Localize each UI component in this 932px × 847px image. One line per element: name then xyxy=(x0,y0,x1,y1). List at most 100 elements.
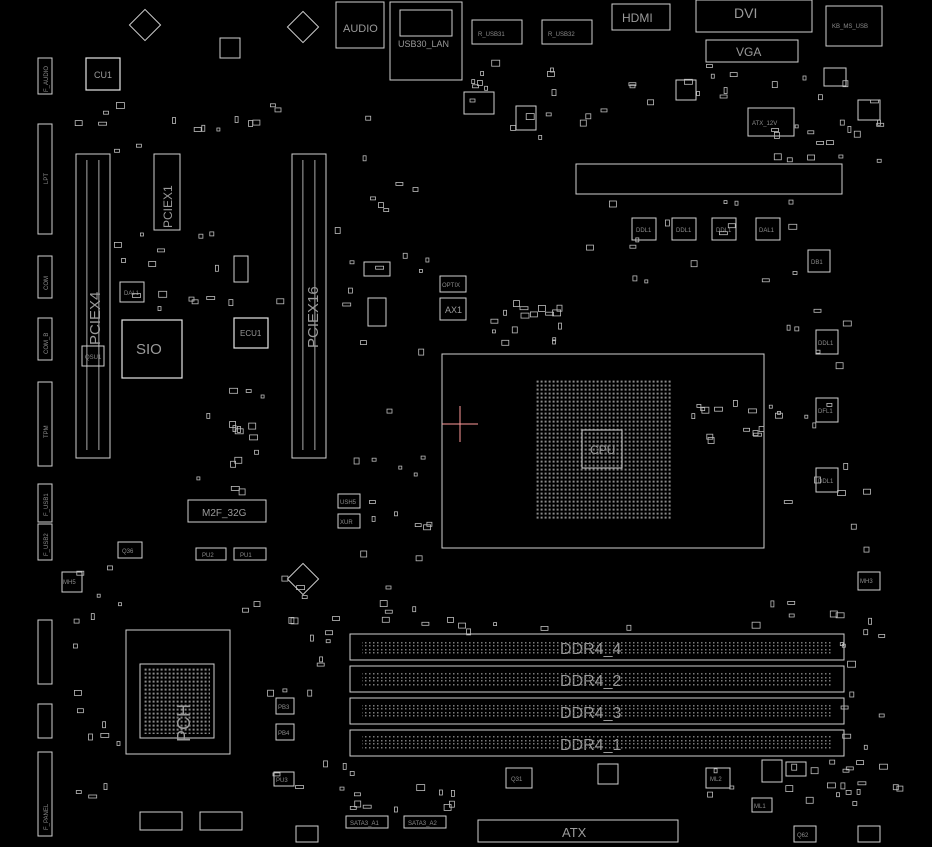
pad xyxy=(191,299,199,305)
pad xyxy=(242,607,249,613)
pad xyxy=(513,300,520,308)
pad xyxy=(879,763,888,770)
kb-ms-usb-label: KB_MS_USB xyxy=(832,24,868,30)
pad xyxy=(841,643,846,648)
dvi-label: DVI xyxy=(734,5,757,21)
pad xyxy=(837,490,846,496)
pad xyxy=(706,64,713,68)
pad xyxy=(379,600,388,607)
pad xyxy=(547,71,555,77)
dfl1-label: DFL1 xyxy=(818,409,833,415)
pad xyxy=(385,585,392,590)
pad xyxy=(252,119,261,126)
pad xyxy=(415,555,423,562)
pad xyxy=(856,789,861,795)
pad xyxy=(402,252,408,259)
pad xyxy=(753,432,762,437)
pad xyxy=(157,248,165,253)
pu3-label: PU3 xyxy=(276,778,288,784)
pad xyxy=(719,94,728,99)
m2-area: M2F_32G PU2 PU1 Q36 MH5 xyxy=(61,499,267,593)
pad xyxy=(552,337,557,342)
upper-left-chips: CU1 xyxy=(85,8,320,91)
pad xyxy=(774,131,780,139)
pad xyxy=(812,422,817,429)
pad xyxy=(845,790,852,795)
cu1-label: CU1 xyxy=(94,70,112,80)
f-audio-label: F_AUDIO xyxy=(44,66,50,92)
audio-label: AUDIO xyxy=(343,23,378,35)
pad xyxy=(339,786,345,791)
ax1-label: AX1 xyxy=(445,305,462,315)
pad xyxy=(398,465,403,470)
pad xyxy=(103,110,109,115)
pad xyxy=(805,796,814,804)
pad xyxy=(229,421,237,428)
pad xyxy=(371,457,377,462)
pad xyxy=(863,629,869,636)
pad xyxy=(274,107,282,113)
pad xyxy=(644,279,649,284)
pad xyxy=(354,800,362,808)
pad xyxy=(253,601,261,607)
pad xyxy=(713,768,718,774)
pad xyxy=(74,120,83,126)
pad xyxy=(520,312,530,319)
ddl1-d-label: DDL1 xyxy=(818,341,834,347)
vrm-area: DDL1 DDL1 DDL1 DAL1 DB1 DDL1 DFL1 DDL1 M… xyxy=(575,67,881,591)
pad xyxy=(707,791,713,798)
pad xyxy=(628,82,637,87)
sio-label: SIO xyxy=(136,341,162,358)
pad xyxy=(288,617,295,624)
pad xyxy=(545,112,552,117)
pad xyxy=(814,476,821,484)
pad xyxy=(788,199,794,205)
pad xyxy=(691,413,696,420)
pad xyxy=(826,140,834,146)
pad xyxy=(342,302,352,307)
db1-label: DB1 xyxy=(811,260,823,266)
pad xyxy=(853,130,861,138)
pad xyxy=(490,318,499,324)
pad xyxy=(414,523,422,527)
pad xyxy=(771,128,779,132)
rear-io: AUDIO USB30_LAN R_USB31 R_USB32 HDMI DVI… xyxy=(335,0,883,137)
pad xyxy=(600,108,608,113)
pad xyxy=(785,785,794,792)
pad xyxy=(458,622,467,629)
pad xyxy=(863,744,868,750)
pad xyxy=(751,621,761,629)
dal1-label: DAL1 xyxy=(759,228,775,234)
pad xyxy=(269,103,276,108)
pad xyxy=(301,595,308,599)
pad xyxy=(804,414,809,419)
pad xyxy=(845,766,854,771)
pad xyxy=(447,617,454,623)
q36-label: Q36 xyxy=(122,549,134,555)
pad xyxy=(714,406,723,412)
pad xyxy=(234,116,239,123)
pad xyxy=(76,570,85,576)
pad xyxy=(381,616,390,623)
pad xyxy=(511,326,518,334)
pciex1-label: PCIEX1 xyxy=(161,185,175,228)
pad xyxy=(815,349,821,354)
pad xyxy=(579,119,587,127)
pad xyxy=(290,617,299,625)
pad xyxy=(838,154,844,159)
pad xyxy=(842,320,852,327)
pad xyxy=(710,73,715,79)
pad xyxy=(842,80,849,88)
pad xyxy=(114,241,122,248)
pad xyxy=(209,231,215,237)
lpt-label: LPT xyxy=(44,173,50,184)
pad xyxy=(237,425,241,433)
pad xyxy=(395,181,404,186)
pad xyxy=(426,521,433,527)
m2f-label: M2F_32G xyxy=(202,508,247,519)
pad xyxy=(416,784,426,791)
pad xyxy=(249,434,259,441)
pcie-slots: PCIEX4 PCIEX1 PCIEX16 xyxy=(75,153,327,459)
pad xyxy=(349,771,355,776)
pad xyxy=(116,102,125,109)
